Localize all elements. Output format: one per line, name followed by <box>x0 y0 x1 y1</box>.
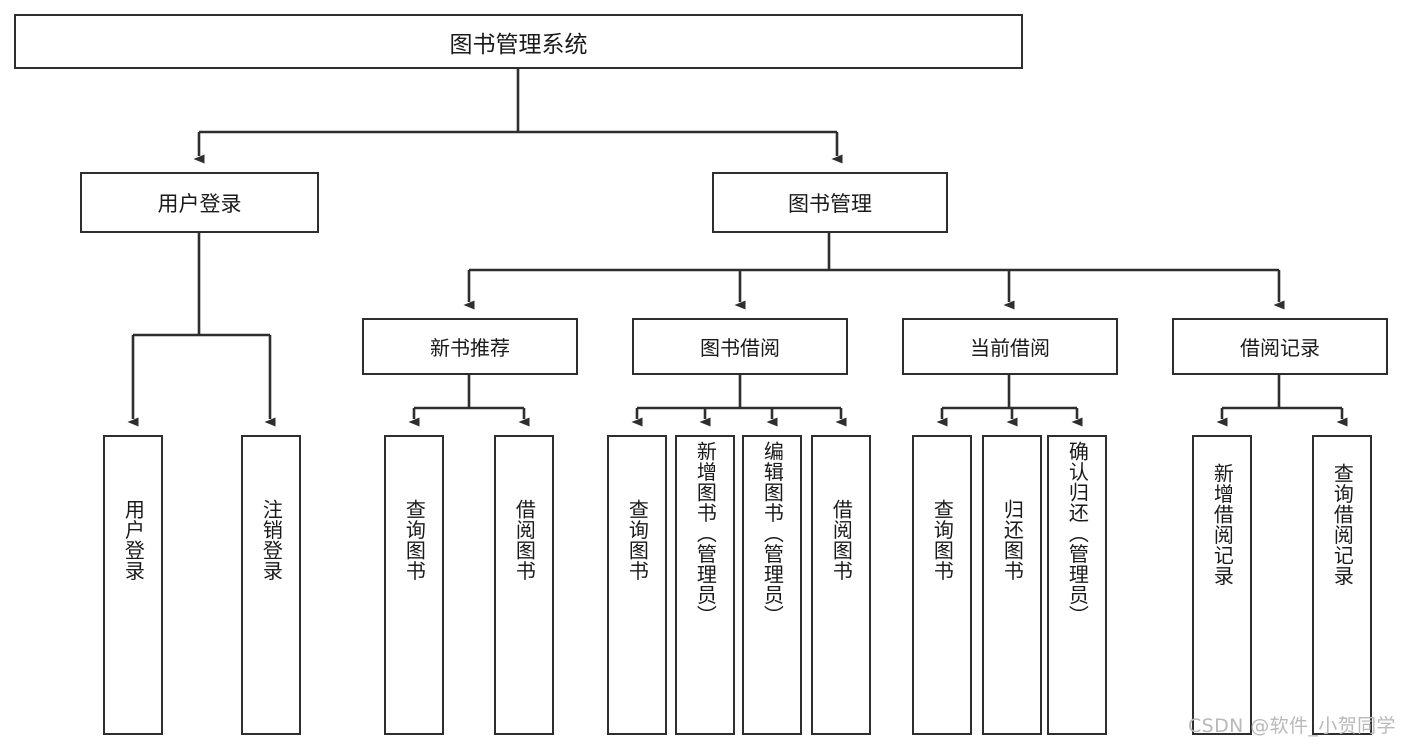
watermark: CSDN @软件_小贺同学 <box>1188 715 1396 737</box>
leaf-current-borrow-3-label: 确认归还（管理员） <box>1065 441 1090 626</box>
node-book-manage-label: 图书管理 <box>788 191 872 216</box>
node-new-book-recommend[interactable]: 新书推荐 <box>362 318 578 375</box>
leaf-borrow-record-1[interactable]: 新增借阅记录 <box>1192 435 1252 735</box>
leaf-user-login-1-label: 用户登录 <box>121 499 146 581</box>
node-current-borrow-label: 当前借阅 <box>970 336 1050 360</box>
node-book-borrow-label: 图书借阅 <box>700 336 780 360</box>
leaf-book-borrow-4[interactable]: 借阅图书 <box>811 435 871 735</box>
node-user-login[interactable]: 用户登录 <box>80 172 319 233</box>
node-borrow-record[interactable]: 借阅记录 <box>1172 318 1388 375</box>
leaf-book-borrow-3[interactable]: 编辑图书（管理员） <box>742 435 802 735</box>
node-borrow-record-label: 借阅记录 <box>1240 336 1320 360</box>
node-current-borrow[interactable]: 当前借阅 <box>902 318 1118 375</box>
leaf-current-borrow-2[interactable]: 归还图书 <box>982 435 1042 735</box>
leaf-book-borrow-2[interactable]: 新增图书（管理员） <box>675 435 735 735</box>
node-root[interactable]: 图书管理系统 <box>14 14 1023 69</box>
leaf-borrow-record-2[interactable]: 查询借阅记录 <box>1312 435 1372 735</box>
node-user-login-label: 用户登录 <box>157 191 242 216</box>
leaf-book-borrow-1[interactable]: 查询图书 <box>607 435 667 735</box>
node-root-label: 图书管理系统 <box>449 31 588 58</box>
leaf-book-borrow-1-label: 查询图书 <box>625 499 650 581</box>
leaf-user-login-2[interactable]: 注销登录 <box>241 435 301 735</box>
node-book-manage[interactable]: 图书管理 <box>712 172 948 233</box>
leaf-book-borrow-4-label: 借阅图书 <box>829 499 854 581</box>
leaf-new-book-2[interactable]: 借阅图书 <box>494 435 554 735</box>
leaf-current-borrow-1[interactable]: 查询图书 <box>912 435 972 735</box>
leaf-book-borrow-2-label: 新增图书（管理员） <box>693 441 718 626</box>
leaf-new-book-1-label: 查询图书 <box>402 499 427 581</box>
leaf-current-borrow-1-label: 查询图书 <box>930 499 955 581</box>
leaf-current-borrow-2-label: 归还图书 <box>1000 499 1025 581</box>
leaf-new-book-1[interactable]: 查询图书 <box>384 435 444 735</box>
leaf-user-login-2-label: 注销登录 <box>259 499 284 581</box>
leaf-user-login-1[interactable]: 用户登录 <box>103 435 163 735</box>
node-book-borrow[interactable]: 图书借阅 <box>632 318 848 375</box>
leaf-borrow-record-1-label: 新增借阅记录 <box>1210 463 1235 586</box>
node-new-book-recommend-label: 新书推荐 <box>430 336 510 360</box>
leaf-current-borrow-3[interactable]: 确认归还（管理员） <box>1047 435 1107 735</box>
leaf-borrow-record-2-label: 查询借阅记录 <box>1330 463 1355 586</box>
leaf-book-borrow-3-label: 编辑图书（管理员） <box>760 441 785 626</box>
leaf-new-book-2-label: 借阅图书 <box>512 499 537 581</box>
